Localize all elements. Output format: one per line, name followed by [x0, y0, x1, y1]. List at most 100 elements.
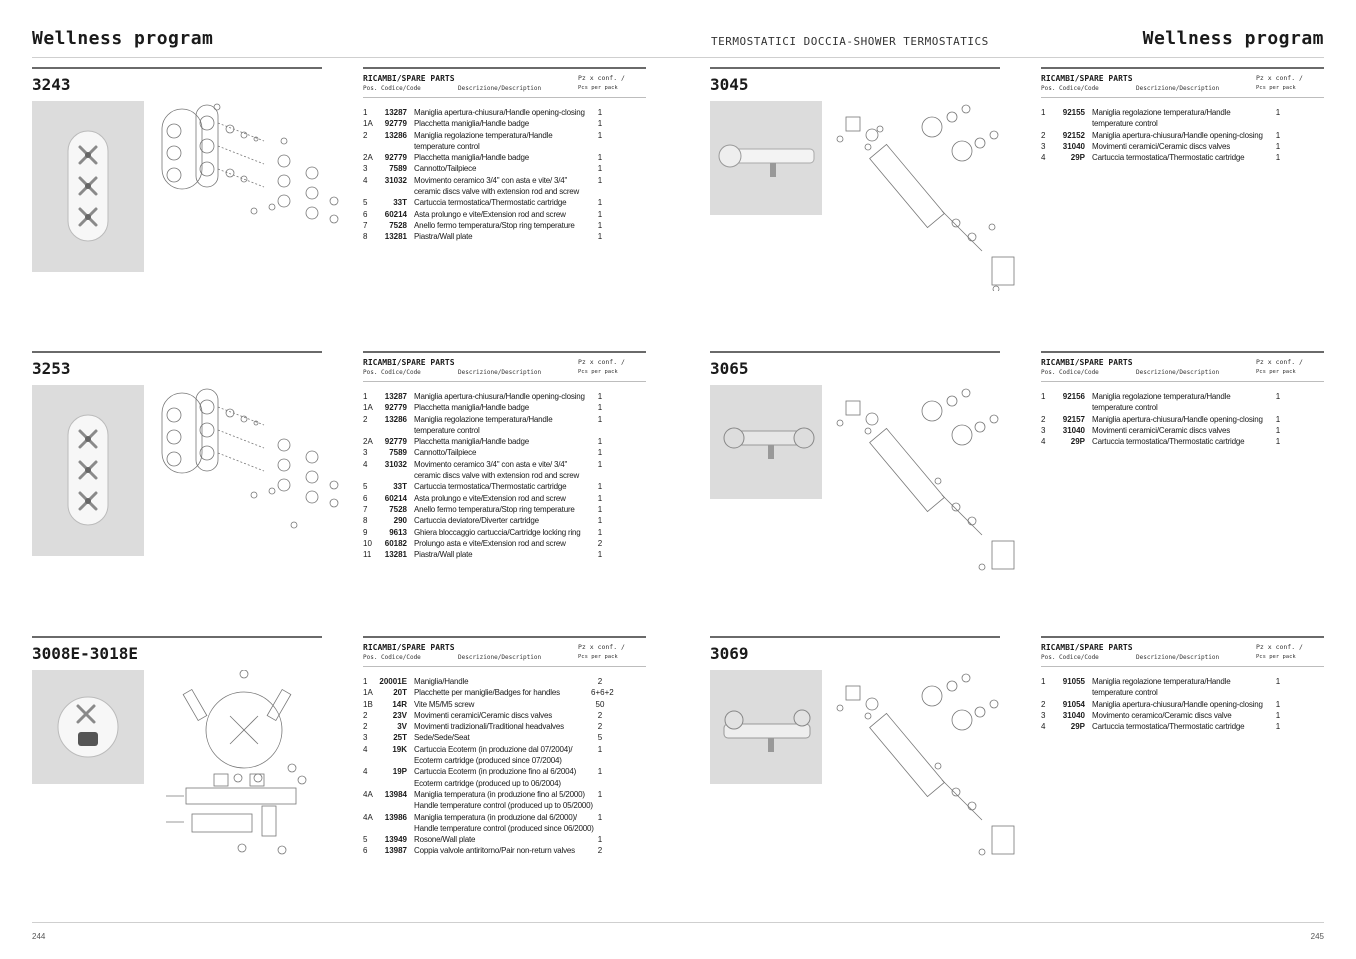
- part-description: Maniglia regolazione temperatura/Handle …: [414, 130, 553, 151]
- part-quantity: 1: [597, 175, 603, 185]
- qty-subheader: Pcs per pack: [578, 654, 618, 660]
- exploded-drawing: [832, 670, 1022, 860]
- product-section-3069: 3069 RICAMBI/SPARE PARTS Pz x conf. / Po…: [710, 636, 1324, 896]
- part-description: Rosone/Wall plate: [414, 835, 476, 845]
- part-description: Placchette per maniglie/Badges for handl…: [414, 688, 560, 698]
- part-code: 290: [393, 516, 407, 526]
- parts-title: RICAMBI/SPARE PARTS: [363, 358, 455, 367]
- page-number-right: 245: [1310, 932, 1324, 941]
- part-code: 31040: [1062, 710, 1085, 720]
- part-quantity: 2: [597, 677, 603, 686]
- part-code: 9613: [389, 527, 407, 537]
- part-quantity: 1: [1275, 677, 1281, 686]
- spare-parts-table: RICAMBI/SPARE PARTS Pz x conf. / Pos. Co…: [363, 67, 646, 243]
- part-position: 7: [363, 220, 368, 230]
- part-code: 92779: [384, 119, 407, 129]
- part-position: 3: [1041, 425, 1046, 435]
- part-code: 13281: [384, 232, 407, 242]
- part-description: Placchetta maniglia/Handle badge: [414, 119, 530, 129]
- product-photo: [32, 101, 144, 272]
- part-position: 1A: [363, 688, 373, 698]
- page-number-left: 244: [32, 932, 46, 941]
- part-code: 23V: [392, 710, 407, 720]
- part-position: 4: [1041, 153, 1046, 163]
- parts-rows: 1 20001E Maniglia/Handle 2 1A 20T Placchette p…: [363, 676, 646, 857]
- parts-title: RICAMBI/SPARE PARTS: [1041, 358, 1133, 367]
- part-quantity: 2: [597, 538, 603, 548]
- part-position: 1: [1041, 677, 1046, 686]
- part-quantity: 1: [1275, 153, 1281, 163]
- part-description: Maniglia temperatura (in produzione dal …: [414, 812, 594, 833]
- product-section-3045: 3045 RICAMBI/SPARE PARTS Pz x conf. / Po…: [710, 67, 1324, 327]
- product-photo: [710, 385, 822, 499]
- part-position: 1: [363, 392, 368, 401]
- part-code: 13281: [384, 550, 407, 560]
- part-quantity: 1: [597, 789, 603, 799]
- product-section-3065: 3065 RICAMBI/SPARE PARTS Pz x conf. / Po…: [710, 351, 1324, 611]
- part-description: Cartuccia termostatica/Thermostatic cart…: [414, 198, 567, 208]
- part-description: Cartuccia Ecoterm (in produzione fino al…: [414, 767, 577, 788]
- part-position: 2: [363, 414, 368, 424]
- part-code: 92779: [384, 153, 407, 163]
- part-code: 7589: [389, 164, 407, 174]
- part-description: Maniglia temperatura (in produzione fino…: [414, 789, 593, 811]
- part-code: 91054: [1062, 699, 1085, 709]
- model-number: 3253: [32, 359, 71, 378]
- parts-title: RICAMBI/SPARE PARTS: [363, 643, 455, 652]
- part-code: 19P: [392, 767, 407, 777]
- part-code: 13286: [384, 130, 407, 140]
- part-quantity: 1: [597, 504, 603, 514]
- part-code: 20T: [393, 688, 407, 698]
- part-code: 60182: [384, 538, 407, 548]
- part-description: Maniglia regolazione temperatura/Handle …: [414, 414, 553, 435]
- part-description: Maniglia/Handle: [414, 677, 469, 686]
- spare-parts-table: RICAMBI/SPARE PARTS Pz x conf. / Pos. Co…: [1041, 351, 1324, 447]
- parts-table-header: RICAMBI/SPARE PARTS Pz x conf. / Pos. Co…: [1041, 69, 1324, 98]
- product-section-3243: 3243: [32, 67, 646, 327]
- qty-header: Pz x conf. /: [578, 74, 625, 82]
- part-position: 2: [363, 722, 368, 732]
- part-description: Maniglia regolazione temperatura/Handle …: [1092, 677, 1231, 698]
- part-description: Movimenti ceramici/Ceramic discs valves: [1092, 425, 1231, 435]
- part-code: 13286: [384, 414, 407, 424]
- pos-code-header: Pos. Codice/Code: [363, 85, 421, 92]
- part-description: Maniglia apertura-chiusura/Handle openin…: [1092, 130, 1263, 140]
- part-quantity: 1: [597, 493, 603, 503]
- part-code: 20001E: [379, 677, 407, 686]
- pos-code-header: Pos. Codice/Code: [363, 369, 421, 376]
- description-header: Descrizione/Description: [458, 654, 542, 661]
- part-description: Movimenti tradizionali/Traditional headv…: [414, 722, 564, 732]
- parts-table-header: RICAMBI/SPARE PARTS Pz x conf. / Pos. Co…: [1041, 638, 1324, 667]
- part-description: Maniglia apertura-chiusura/Handle openin…: [1092, 699, 1263, 709]
- part-description: Piastra/Wall plate: [414, 550, 473, 560]
- part-description: Ghiera bloccaggio cartuccia/Cartridge lo…: [414, 527, 581, 537]
- part-description: Movimento ceramico 3/4" con asta e vite/…: [414, 459, 580, 481]
- product-photo: [710, 101, 822, 215]
- part-position: 2: [363, 710, 368, 720]
- qty-header: Pz x conf. /: [1256, 643, 1303, 651]
- part-description: Vite M5/M5 screw: [414, 699, 475, 709]
- part-code: 29P: [1070, 722, 1085, 732]
- part-position: 4: [363, 459, 368, 469]
- part-code: 7528: [389, 504, 407, 514]
- part-quantity: 1: [597, 744, 603, 754]
- product-photo: [32, 670, 144, 784]
- pos-code-header: Pos. Codice/Code: [1041, 85, 1099, 92]
- part-code: 31040: [1062, 141, 1085, 151]
- part-quantity: 2: [597, 846, 603, 856]
- part-position: 1: [363, 108, 368, 117]
- part-quantity: 1: [597, 153, 603, 163]
- part-description: Asta prolungo e vite/Extension rod and s…: [414, 493, 566, 503]
- part-position: 1A: [363, 403, 373, 413]
